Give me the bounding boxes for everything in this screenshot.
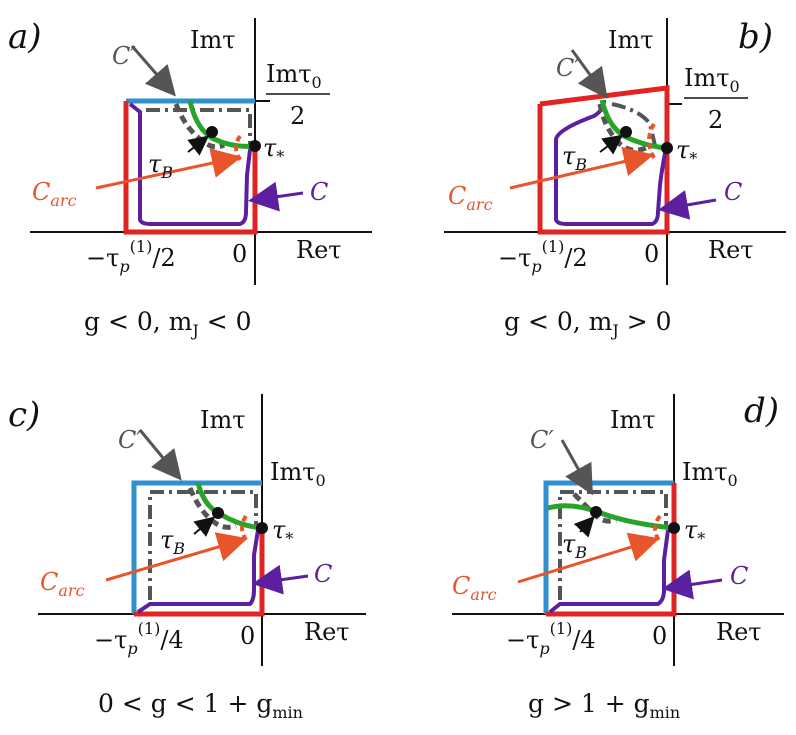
im-axis-label: Imτ — [190, 26, 236, 54]
left-bound-label: −τp(1)/4 — [94, 619, 184, 658]
tau-B-label: τB — [562, 530, 587, 562]
arrow-C — [662, 569, 723, 600]
C-label: C — [730, 562, 748, 590]
purple-contour — [554, 99, 668, 226]
arrow-tau-B — [599, 134, 624, 155]
arrow-C-prime — [570, 49, 608, 99]
point-tau-B — [212, 507, 224, 519]
C-prime-label: C′ — [530, 426, 554, 454]
arrow-C-prime — [130, 45, 176, 97]
point-tau-B — [206, 126, 218, 138]
zero-label: 0 — [644, 240, 659, 268]
C-arc-label: Carc — [452, 572, 497, 604]
re-axis-label: Reτ — [304, 618, 350, 646]
panel-c: c) Imτ Reτ 0 Imτ0 τB τ* C′ Carc C −τp(1)… — [8, 394, 366, 722]
tau-B-label: τB — [562, 142, 587, 174]
tau-star-label: τ* — [272, 516, 293, 548]
panel-d: d) Imτ Reτ 0 Imτ0 τB τ* C′ Carc C −τp(1)… — [452, 391, 784, 722]
panel-b: b) Imτ Reτ 0 Imτ0 2 τB τ* C′ Carc C −τp(… — [444, 17, 786, 340]
panel-a: a) Imτ Reτ 0 Imτ0 2 τB τ* C′ — [8, 17, 372, 340]
point-tau-B — [590, 506, 602, 518]
orange-arc — [240, 514, 248, 542]
arrow-C-prime — [560, 439, 593, 496]
C-label: C — [310, 178, 328, 206]
point-tau-star — [256, 522, 268, 534]
left-bound-label: −τp(1)/2 — [86, 237, 176, 276]
blue-contour — [543, 480, 674, 614]
condition-label: g < 0, mJ > 0 — [504, 307, 672, 340]
arrow-C — [248, 181, 304, 212]
zero-label: 0 — [232, 240, 247, 268]
tau-star-label: τ* — [684, 516, 705, 548]
C-arc-label: Carc — [32, 178, 77, 210]
purple-contour — [136, 529, 260, 614]
arrow-C — [252, 564, 309, 595]
C-arc-label: Carc — [40, 568, 85, 600]
tau-star-label: τ* — [676, 136, 697, 168]
C-arc-label: Carc — [448, 182, 493, 214]
arrow-C — [658, 190, 717, 220]
C-label: C — [724, 178, 742, 206]
condition-label: g < 0, mJ < 0 — [84, 307, 252, 340]
point-tau-star — [249, 140, 261, 152]
panel-tag: d) — [744, 391, 779, 431]
arrow-tau-B — [193, 516, 216, 537]
re-axis-label: Reτ — [716, 618, 762, 646]
left-bound-label: −τp(1)/4 — [506, 619, 596, 658]
left-bound-label: −τp(1)/2 — [498, 237, 588, 276]
arrow-C-prime — [138, 429, 182, 481]
gray-contour — [148, 490, 258, 600]
arrow-C-arc — [95, 148, 242, 190]
panel-tag: c) — [8, 395, 40, 435]
im-axis-label: Imτ — [608, 26, 654, 54]
zero-label: 0 — [652, 622, 667, 650]
condition-label: g > 1 + gmin — [528, 689, 680, 722]
arrow-C-arc — [105, 532, 248, 582]
purple-contour — [128, 102, 252, 226]
im-axis-label: Imτ — [610, 406, 656, 434]
im-tau0-label: Imτ0 — [266, 60, 322, 92]
tau-B-label: τB — [160, 526, 185, 558]
red-contour — [537, 85, 670, 235]
tau-B-label: τB — [148, 150, 173, 182]
point-tau-star — [661, 142, 673, 154]
gray-contour — [611, 102, 658, 151]
arrow-tau-B — [573, 516, 595, 538]
panel-tag: b) — [738, 17, 773, 57]
red-contour — [134, 528, 265, 617]
C-prime-label: C′ — [112, 42, 136, 70]
gray-dashed-arc — [173, 103, 226, 150]
im-axis-label: Imτ — [200, 406, 246, 434]
tau-star-label: τ* — [263, 134, 284, 166]
C-prime-label: C′ — [556, 54, 580, 82]
green-curve — [547, 503, 675, 531]
arrow-tau-B — [187, 135, 210, 156]
arrow-C-arc — [517, 532, 660, 584]
im-tau0-label: Imτ0 — [684, 64, 740, 96]
zero-label: 0 — [240, 622, 255, 650]
im-tau0-label: Imτ0 — [682, 458, 738, 490]
condition-label: 0 < g < 1 + gmin — [98, 689, 303, 722]
point-tau-star — [668, 522, 680, 534]
re-axis-label: Reτ — [708, 236, 754, 264]
point-tau-B — [620, 126, 632, 138]
gray-contour — [558, 490, 668, 600]
green-curve — [195, 482, 263, 531]
C-label: C — [314, 560, 332, 588]
panel-tag: a) — [8, 17, 42, 57]
im-tau0-label: Imτ0 — [270, 458, 326, 490]
C-prime-label: C′ — [118, 426, 142, 454]
half-label: 2 — [708, 106, 723, 134]
green-curve — [599, 99, 668, 151]
re-axis-label: Reτ — [296, 236, 342, 264]
orange-arc — [653, 514, 662, 544]
arrow-C-arc — [509, 146, 654, 190]
half-label: 2 — [290, 102, 305, 130]
